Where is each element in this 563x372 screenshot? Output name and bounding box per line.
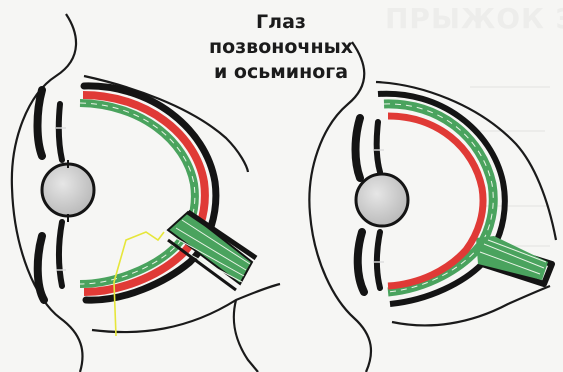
- octopus-eye: [309, 42, 556, 372]
- iris-upper: [38, 90, 43, 156]
- caption-line: Глаз: [206, 10, 356, 35]
- figure-caption: Глаз позвоночных и осьминога: [206, 10, 356, 85]
- lens: [356, 174, 408, 226]
- ciliary-body-upper: [59, 104, 62, 160]
- outer-contour: [392, 286, 550, 325]
- outer-contour: [234, 300, 258, 372]
- iris-upper: [356, 118, 361, 178]
- ciliary-body-lower: [59, 222, 62, 286]
- iris-lower: [38, 236, 44, 300]
- ciliary-body-lower: [377, 232, 380, 288]
- iris-lower: [358, 232, 364, 292]
- caption-line: позвоночных: [206, 35, 356, 60]
- lens: [42, 164, 94, 216]
- ciliary-body-upper: [377, 122, 380, 172]
- caption-line: и осьминога: [206, 60, 356, 85]
